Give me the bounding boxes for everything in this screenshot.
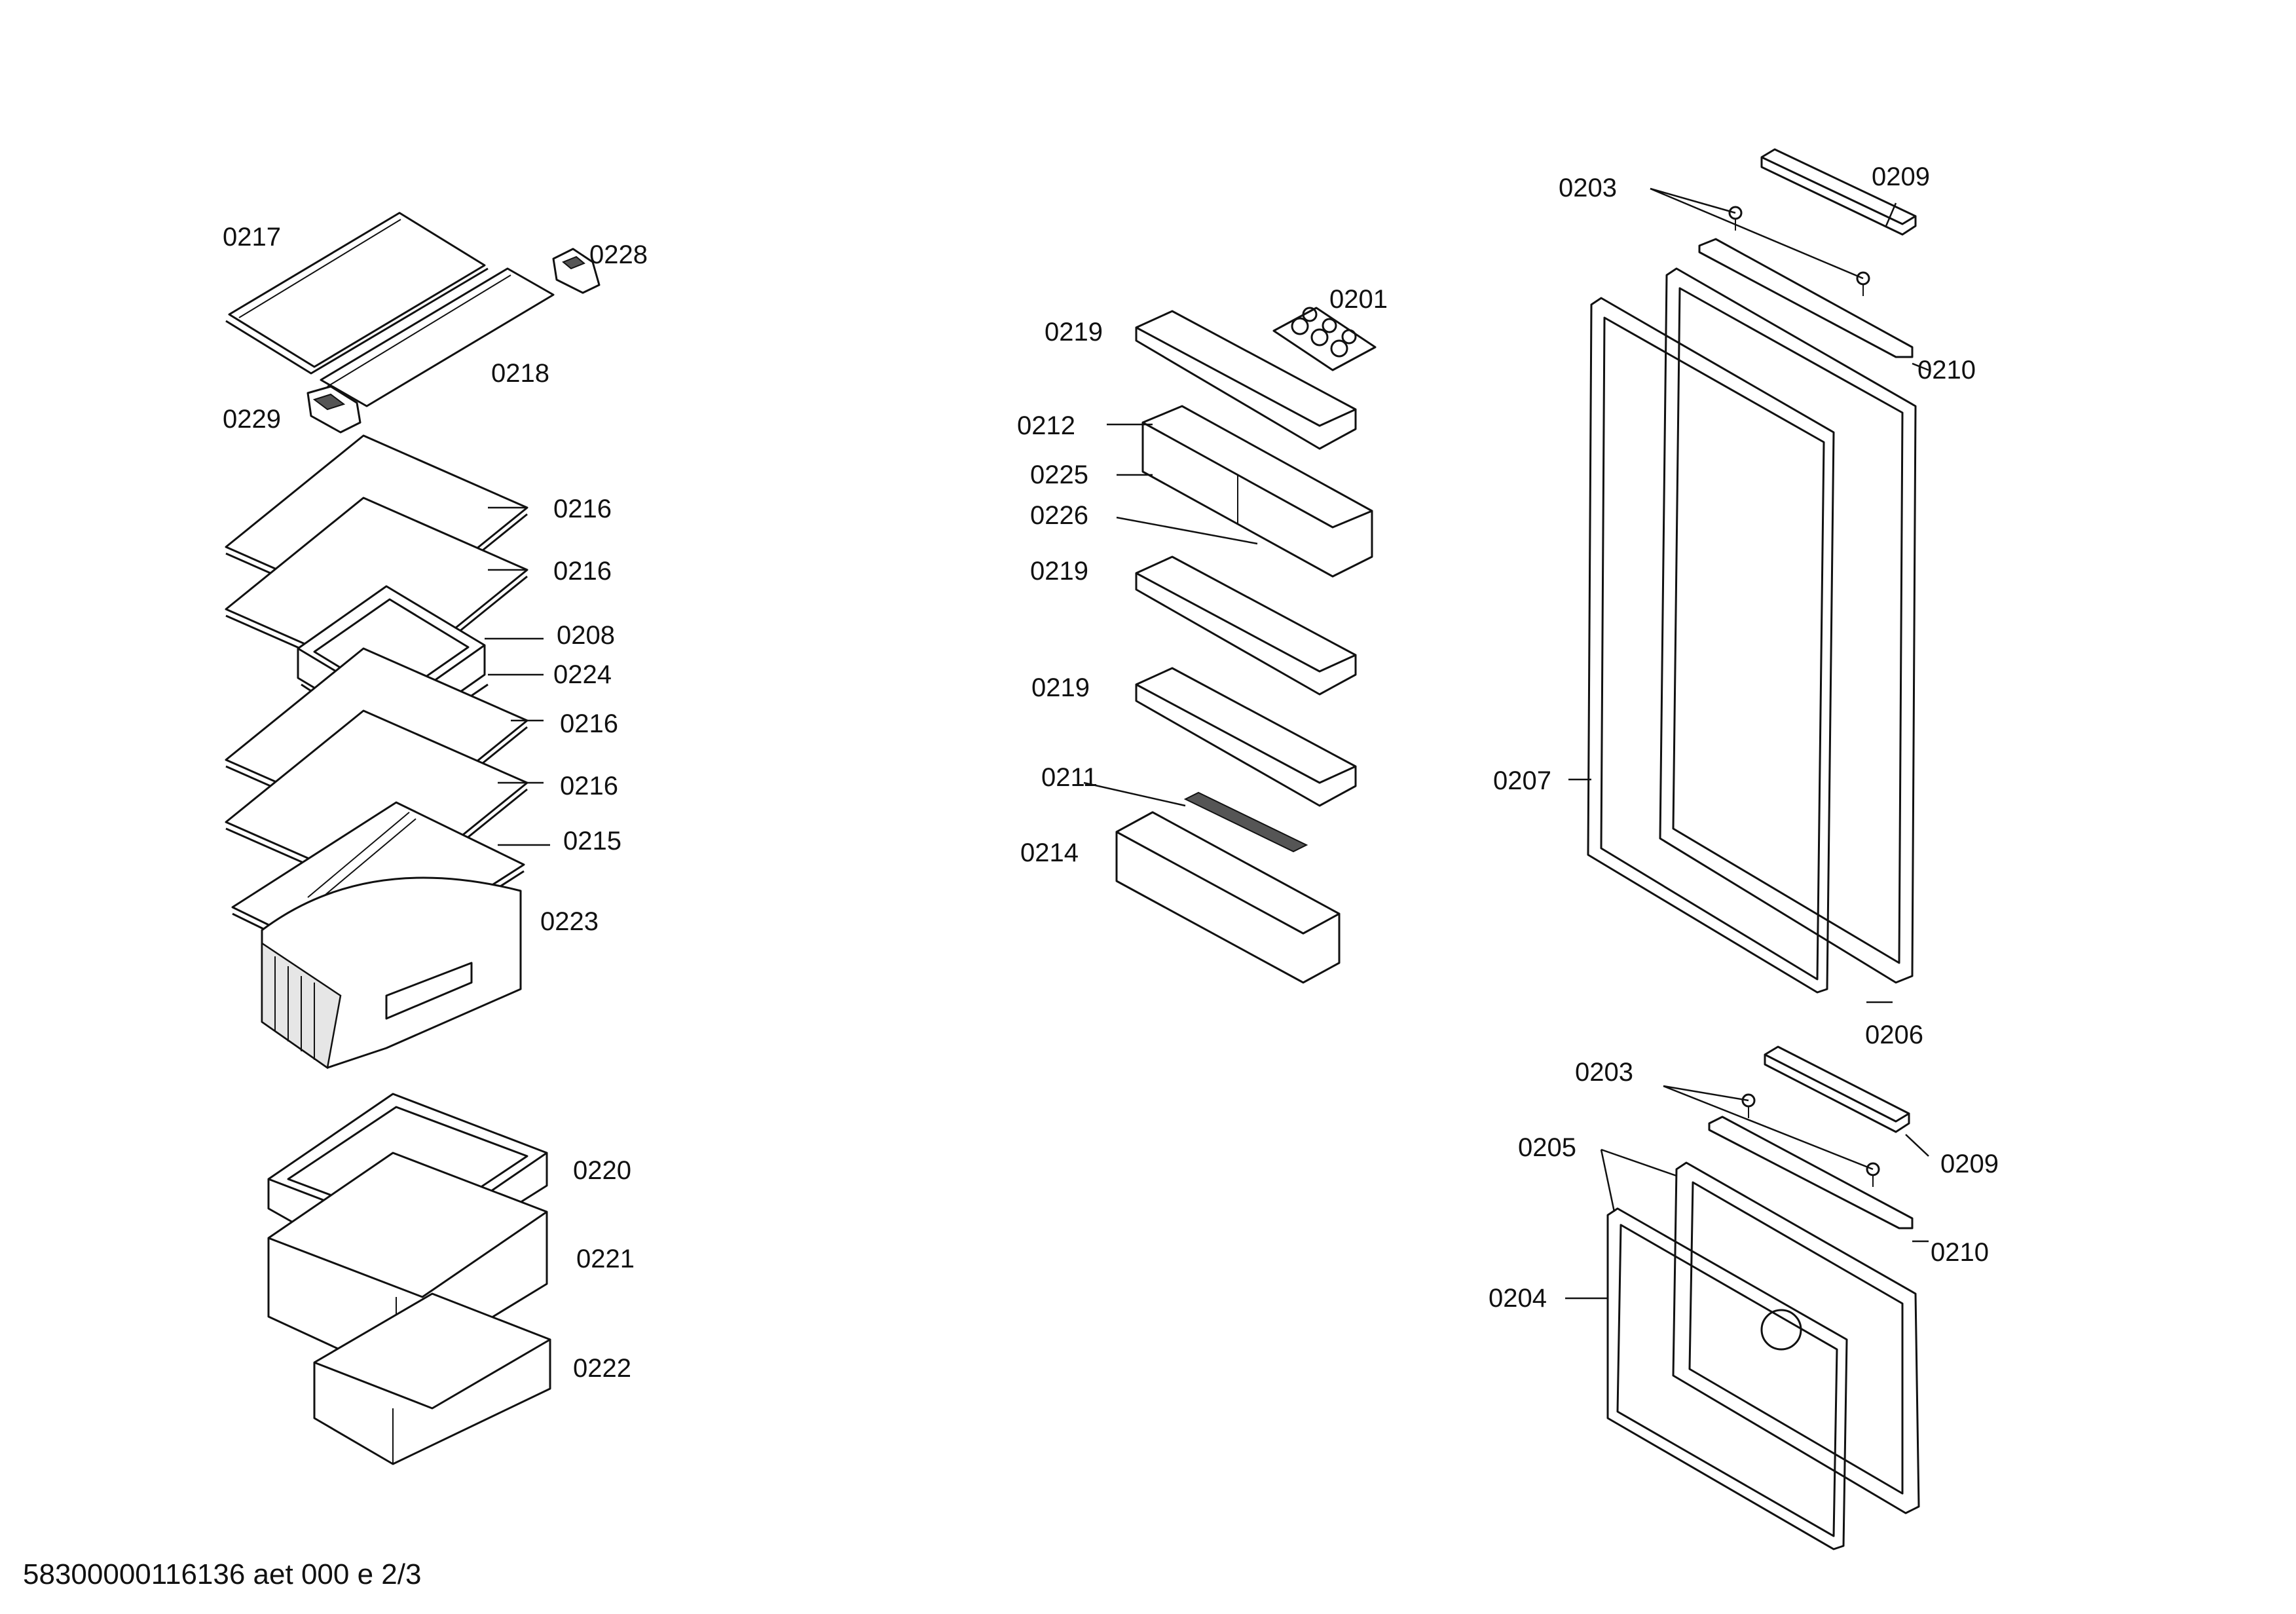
hinge-0210-b bbox=[1708, 1116, 1914, 1229]
freezer-door-0205 bbox=[1672, 1161, 1920, 1514]
label-0210-a: 0210 bbox=[1917, 356, 1976, 385]
label-0216-a: 0216 bbox=[553, 495, 612, 523]
screw-0203-d bbox=[1866, 1162, 1880, 1187]
drawer-0222 bbox=[313, 1292, 551, 1465]
label-0218: 0218 bbox=[491, 359, 549, 388]
label-0225: 0225 bbox=[1030, 460, 1088, 489]
label-0203-b: 0203 bbox=[1575, 1058, 1633, 1087]
label-0220: 0220 bbox=[573, 1156, 631, 1185]
part-labels: 0217 0228 0218 0229 0216 0216 0208 0224 … bbox=[223, 162, 1999, 1383]
label-0204: 0204 bbox=[1489, 1284, 1547, 1313]
label-0215: 0215 bbox=[563, 827, 621, 855]
label-0209-a: 0209 bbox=[1872, 162, 1930, 191]
label-0216-b: 0216 bbox=[553, 557, 612, 586]
bottle-rack-0214 bbox=[1115, 811, 1341, 984]
label-0203-a: 0203 bbox=[1559, 174, 1617, 202]
label-0217: 0217 bbox=[223, 223, 281, 252]
fridge-door-0206 bbox=[1659, 267, 1917, 984]
clip-0229 bbox=[306, 385, 361, 434]
door-rack-0219-b bbox=[1135, 555, 1357, 696]
label-0209-b: 0209 bbox=[1940, 1150, 1999, 1178]
crisper-box-0223 bbox=[261, 876, 522, 1070]
shelf-insert-0218 bbox=[320, 267, 555, 407]
document-id: 58300000116136 aet 000 e 2/3 bbox=[23, 1558, 421, 1590]
label-0229: 0229 bbox=[223, 405, 281, 434]
freezer-gasket-0204 bbox=[1606, 1207, 1848, 1550]
drawer-0221 bbox=[267, 1152, 548, 1377]
label-0208: 0208 bbox=[557, 621, 615, 650]
screw-0203-c bbox=[1741, 1093, 1756, 1118]
hinge-cover-0209-b bbox=[1764, 1045, 1910, 1133]
label-0219-a: 0219 bbox=[1045, 318, 1103, 347]
door-rack-0219-a bbox=[1135, 310, 1357, 450]
label-0223: 0223 bbox=[540, 907, 599, 936]
label-0222: 0222 bbox=[573, 1354, 631, 1383]
door-gasket-0207 bbox=[1587, 297, 1835, 994]
label-0212: 0212 bbox=[1017, 411, 1075, 440]
label-0219-c: 0219 bbox=[1031, 673, 1090, 702]
door-rack-0219-c bbox=[1135, 667, 1357, 807]
label-0210-b: 0210 bbox=[1931, 1238, 1989, 1267]
label-0219-b: 0219 bbox=[1030, 557, 1088, 586]
clip-0228 bbox=[552, 248, 601, 294]
label-0228: 0228 bbox=[589, 240, 648, 269]
label-0201: 0201 bbox=[1329, 285, 1388, 314]
egg-tray-0201 bbox=[1272, 307, 1377, 371]
hinge-0210-a bbox=[1698, 238, 1914, 358]
label-0206: 0206 bbox=[1865, 1021, 1923, 1049]
label-0226: 0226 bbox=[1030, 501, 1088, 530]
label-0216-c: 0216 bbox=[560, 709, 618, 738]
label-0207: 0207 bbox=[1493, 766, 1551, 795]
label-0221: 0221 bbox=[576, 1245, 635, 1273]
label-0211: 0211 bbox=[1041, 763, 1098, 792]
label-0216-d: 0216 bbox=[560, 772, 618, 800]
shelf-0217 bbox=[225, 212, 489, 375]
label-0214: 0214 bbox=[1020, 838, 1079, 867]
hinge-cover-0209-a bbox=[1760, 148, 1917, 236]
bottle-retainer-0211 bbox=[1183, 791, 1308, 853]
door-rack-0212 bbox=[1141, 405, 1373, 578]
label-0224: 0224 bbox=[553, 660, 612, 689]
label-0205: 0205 bbox=[1518, 1133, 1576, 1162]
leader-lines bbox=[485, 187, 1929, 1300]
